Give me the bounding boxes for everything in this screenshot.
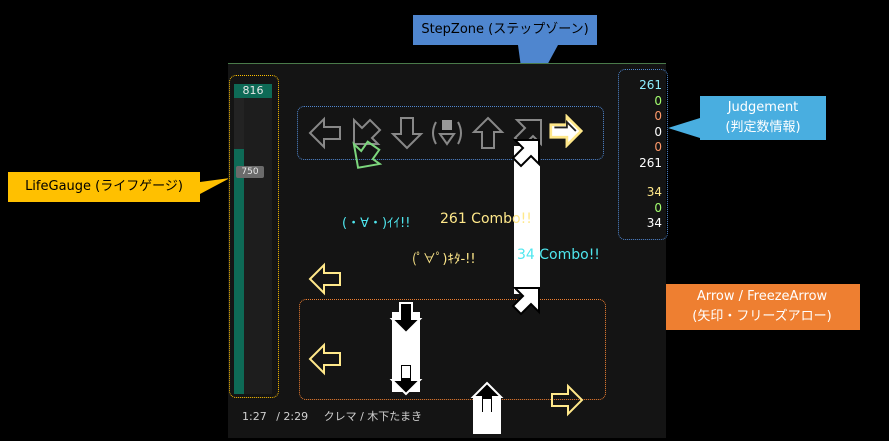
callout-lifegauge-label: LifeGauge (ライフゲージ) [25,179,183,194]
freeze-arrow-head-lane6-icon [511,287,540,316]
song-info: 1:27 / 2:29 クレマ / 木下たまき [242,408,422,424]
life-gauge-top-value: 816 [234,84,272,98]
receptor-right-hit-icon [549,114,583,148]
judge-count-great: 0 [654,93,662,108]
arrow-right-icon [551,383,584,417]
callout-arrow: Arrow / FreezeArrow (矢印・フリーズアロー) [664,284,860,330]
callout-stepzone: StepZone (ステップゾーン) [413,15,597,45]
life-marker-value-text: 750 [241,167,259,177]
callout-judgement-sub: (判定数情報) [725,120,801,135]
receptor-up-icon [471,116,505,149]
callout-arrow-title: Arrow / FreezeArrow [696,289,828,304]
freeze-arrow-tail-lane6-icon [511,139,540,168]
judge-count-miss: 0 [654,140,662,154]
judged-arrow-flash-icon [352,140,383,169]
song-title: クレマ / 木下たまき [323,410,422,423]
freeze-combo-text: 34 Combo!! [517,247,600,263]
receptor-space-icon [432,120,462,146]
freeze-arrow-head-lane5-icon [470,381,504,414]
freeze-judge-text: (ﾟ∀ﾟ)ｷﾀ-!! [412,252,476,267]
arrow-judge-text: (・∀・)ｲｲ!! [342,216,411,231]
callout-lifegauge: LifeGauge (ライフゲージ) [8,172,200,202]
arrow-left-icon [308,262,341,296]
receptor-left-icon [308,116,341,150]
arrow-combo-text: 261 Combo!! [440,211,532,227]
arrow-left-icon [308,342,341,376]
callout-arrow-sub: (矢印・フリーズアロー) [692,309,832,324]
judge-count-maxcombo: 261 [639,155,662,170]
judge-count-shobon: 0 [654,124,662,139]
judge-count-good: 0 [654,109,662,123]
receptor-downleft-icon [353,117,382,145]
callout-judgement-title: Judgement [727,100,799,115]
freeze-count-maxcombo: 34 [646,216,662,230]
freeze-count-iknai: 0 [654,200,662,215]
life-top-value-text: 816 [242,84,264,97]
callout-stepzone-label: StepZone (ステップゾーン) [421,22,589,37]
song-total-time: / 2:29 [276,410,309,423]
life-gauge: 816 750 [234,84,272,394]
life-gauge-fill [234,149,244,394]
freeze-arrow-tail-lane3-icon [389,363,423,396]
arrow-area-outline [299,299,606,400]
stepzone-outline [297,106,604,160]
judgement-outline [618,69,668,240]
freeze-arrow-body-lane6 [514,146,540,294]
life-gauge-outline [229,75,279,398]
freeze-arrow-head-lane3-icon [389,302,423,335]
callout-judgement: Judgement (判定数情報) [700,96,826,140]
song-elapsed-time: 1:27 [242,410,267,423]
receptor-down-icon [390,117,424,150]
life-gauge-marker: 750 [236,166,264,178]
freeze-count-kita: 34 [646,185,662,199]
judgement-counter: 261 0 0 0 0 261 34 0 34 [628,78,662,232]
judge-count-perfect: 261 [639,78,662,92]
